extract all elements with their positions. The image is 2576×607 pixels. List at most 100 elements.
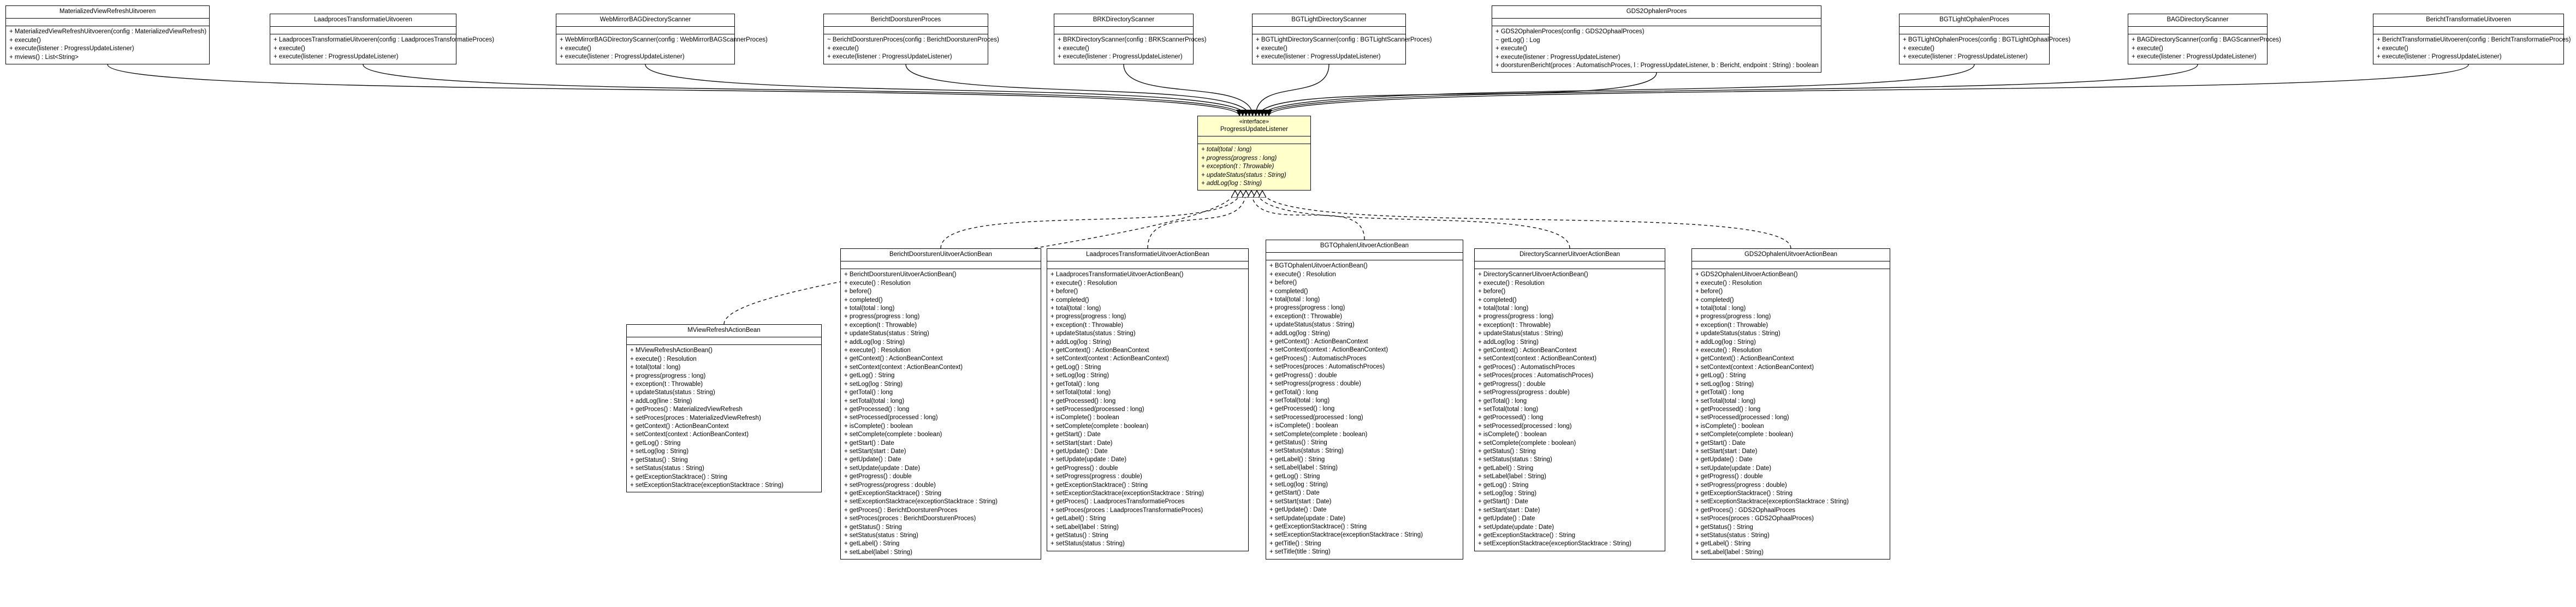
class-method: + execute(listener : ProgressUpdateListe… [2132, 53, 2257, 61]
class-method: + setProcessed(processed : long) [1050, 406, 1144, 413]
class-method: + updateStatus(status : String) [844, 330, 929, 337]
class-bgtophalenuitvoeractionbean[interactable]: BGTOphalenUitvoerActionBean + BGTOphalen… [1266, 240, 1463, 560]
class-method: + BGTLightDirectoryScanner(config : BGTL… [1256, 37, 1432, 44]
class-method: + setStatus(status : String) [1478, 456, 1552, 463]
class-method: + setContext(context : ActionBeanContext… [1050, 355, 1170, 362]
class-method: + setTotal(total : long) [1269, 397, 1330, 404]
class-method: + setLog(log : String) [1269, 481, 1328, 488]
class-method: + before() [1269, 279, 1297, 287]
class-gds2ophalenproces[interactable]: GDS2OphalenProces + GDS2OphalenProces(co… [1492, 5, 1821, 73]
class-gds2ophalenuitvoeractionbean[interactable]: GDS2OphalenUitvoerActionBean + GDS2Ophal… [1691, 248, 1890, 560]
class-method: + doorsturenBericht(proces : Automatisch… [1495, 62, 1819, 69]
class-berichtdoorsturenuitvoeractionbean[interactable]: BerichtDoorsturenUitvoerActionBean + Ber… [840, 248, 1041, 560]
dependency-line [1259, 64, 1975, 116]
class-method: + before() [1478, 288, 1506, 295]
class-method: + updateStatus(status : String) [1269, 322, 1355, 329]
class-method: + total(total : long) [1269, 296, 1320, 304]
class-methods: + total(total : long)+ progress(progress… [1198, 144, 1310, 190]
class-method: + getStatus() : String [844, 523, 902, 531]
class-method: + setLabel(label : String) [1695, 549, 1764, 556]
interface-progressupdatelistener[interactable]: «interface»ProgressUpdateListener + tota… [1197, 116, 1311, 191]
class-directoryscanneruitvoeractionbean[interactable]: DirectoryScannerUitvoerActionBean + Dire… [1474, 248, 1665, 551]
class-method: + setUpdate(update : Date) [1695, 465, 1772, 472]
class-brkdirectoryscanner[interactable]: BRKDirectoryScanner + BRKDirectoryScanne… [1054, 14, 1207, 64]
class-method: + updateStatus(status : String) [1695, 330, 1780, 337]
class-laadprocestransformatieuitvoeren[interactable]: LaadprocesTransformatieUitvoeren + Laadp… [270, 14, 494, 64]
class-method: + execute() : Resolution [1478, 279, 1545, 287]
class-fields [1054, 26, 1193, 34]
class-fields [6, 18, 209, 26]
class-method: + progress(progress : long) [1269, 305, 1345, 312]
class-methods: + LaadprocesTransformatieUitvoerActionBe… [1047, 269, 1248, 550]
class-method: + getProces() : AutomatischProces [1269, 355, 1367, 362]
class-method: + getStart() : Date [1478, 498, 1528, 505]
class-method: + getExceptionStacktrace() : String [1269, 523, 1367, 530]
class-name: GDS2OphalenProces [1626, 8, 1687, 15]
class-method: + setContext(context : ActionBeanContext… [1478, 355, 1597, 362]
class-methods: + DirectoryScannerUitvoerActionBean()+ e… [1475, 269, 1665, 550]
class-method: + setUpdate(update : Date) [1478, 523, 1554, 531]
class-name: BGTOphalenUitvoerActionBean [1320, 242, 1409, 249]
class-mviewrefreshactionbean[interactable]: MViewRefreshActionBean + MViewRefreshAct… [626, 324, 822, 493]
class-method: + setStart(start : Date) [1269, 498, 1332, 505]
class-method: + exception(t : Throwable) [1201, 163, 1274, 170]
class-method: + addLog(line : String) [630, 397, 692, 404]
dependency-line [645, 64, 1249, 116]
class-laadprocestransformatieuitvoeractionbean[interactable]: LaadprocesTransformatieUitvoerActionBean… [1047, 248, 1249, 551]
class-methods: + BRKDirectoryScanner(config : BRKScanne… [1054, 34, 1207, 63]
class-method: + getLabel() : String [844, 540, 900, 548]
class-method: + progress(progress : long) [1478, 313, 1554, 320]
class-fields [270, 26, 456, 34]
class-method: + execute() : Resolution [1269, 271, 1336, 278]
class-method: + getTotal() : long [1269, 389, 1319, 396]
class-method: + exception(t : Throwable) [630, 381, 703, 388]
class-bgtlightophalenproces[interactable]: BGTLightOphalenProces + BGTLightOphalenP… [1899, 14, 2070, 64]
class-method: + setProcessed(processed : long) [1269, 414, 1363, 421]
class-method: + addLog(log : String) [1269, 330, 1330, 337]
class-method: + setComplete(complete : boolean) [1050, 422, 1149, 430]
class-fields [556, 26, 734, 34]
class-method: + exception(t : Throwable) [844, 322, 917, 329]
class-method: + exception(t : Throwable) [1478, 322, 1551, 329]
dependency-line [1266, 64, 2469, 116]
class-method: + addLog(log : String) [1695, 338, 1756, 346]
class-method: + progress(progress : long) [844, 313, 920, 320]
class-method: + completed() [1050, 296, 1089, 304]
class-method: + setLog(log : String) [630, 448, 689, 455]
class-method: + getLabel() : String [1269, 456, 1325, 463]
class-method: + getLog() : String [630, 439, 681, 447]
class-fields [1047, 261, 1248, 269]
class-method: + setTotal(total : long) [1695, 397, 1756, 404]
class-method: + getContext() : ActionBeanContext [1269, 338, 1368, 346]
class-method: + completed() [1269, 288, 1308, 295]
class-method: + getContext() : ActionBeanContext [1050, 347, 1149, 354]
dependency-line [1256, 72, 1657, 116]
class-method: + getExceptionStacktrace() : String [1695, 490, 1793, 497]
class-method: + getTotal() : long [1050, 380, 1100, 388]
class-materializedviewrefreshuitvoeren[interactable]: MaterializedViewRefreshUitvoeren + Mater… [5, 5, 210, 65]
class-berichtdoorsturenproces[interactable]: BerichtDoorsturenProces ~ BerichtDoorstu… [823, 14, 999, 64]
class-method: + setLabel(label : String) [844, 549, 912, 556]
class-name: WebMirrorBAGDirectoryScanner [600, 16, 691, 23]
class-method: + setProces(proces : GDS2OphaalProces) [1695, 515, 1814, 522]
class-method: + getProgress() : double [1050, 465, 1118, 472]
class-method: + progress(progress : long) [1201, 154, 1277, 162]
class-method: + setLog(log : String) [1050, 372, 1109, 379]
class-fields [1692, 261, 1890, 269]
class-method: + execute() [827, 45, 859, 52]
class-method: + MaterializedViewRefreshUitvoeren(confi… [9, 28, 207, 35]
class-berichttransformatieuitvoeren[interactable]: BerichtTransformatieUitvoeren + BerichtT… [2373, 14, 2571, 64]
class-method: + setComplete(complete : boolean) [844, 431, 942, 438]
class-bagdirectoryscanner[interactable]: BAGDirectoryScanner + BAGDirectoryScanne… [2128, 14, 2281, 64]
class-webmirrorbagdirectoryscanner[interactable]: WebMirrorBAGDirectoryScanner + WebMirror… [556, 14, 768, 64]
class-method: + getProgress() : double [1695, 473, 1763, 480]
class-name: LaadprocesTransformatieUitvoeren [314, 16, 412, 23]
class-method: + getStart() : Date [1695, 439, 1746, 447]
class-method: + execute() : Resolution [844, 347, 911, 354]
class-name: DirectoryScannerUitvoerActionBean [1519, 251, 1621, 258]
class-method: + completed() [1478, 296, 1517, 304]
class-methods: + GDS2OphalenUitvoerActionBean()+ execut… [1692, 269, 1890, 559]
class-method: + execute() [560, 45, 591, 52]
class-method: + addLog(log : String) [1478, 338, 1539, 346]
class-bgtlightdirectoryscanner[interactable]: BGTLightDirectoryScanner + BGTLightDirec… [1252, 14, 1432, 64]
